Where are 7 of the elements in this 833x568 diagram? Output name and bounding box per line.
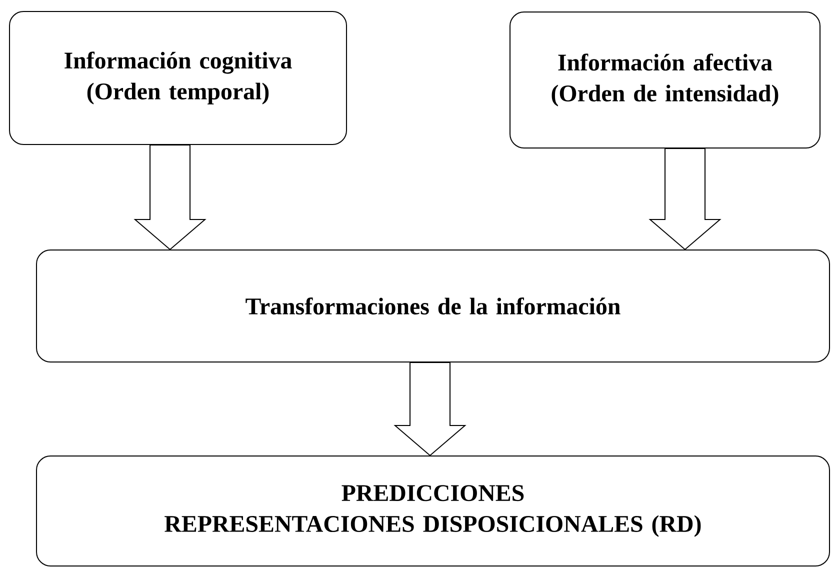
block-arrow <box>394 362 466 456</box>
text-box: Información afectiva (Orden de intensidad) <box>510 12 820 148</box>
text-box: PREDICCIONES REPRESENTACIONES DISPOSICIONALES (RD) <box>36 456 830 566</box>
block-arrow <box>648 148 722 250</box>
text-box: Transformaciones de la información <box>36 250 830 362</box>
text-box: Información cognitiva (Orden temporal) <box>9 11 347 145</box>
block-arrow <box>134 144 206 250</box>
